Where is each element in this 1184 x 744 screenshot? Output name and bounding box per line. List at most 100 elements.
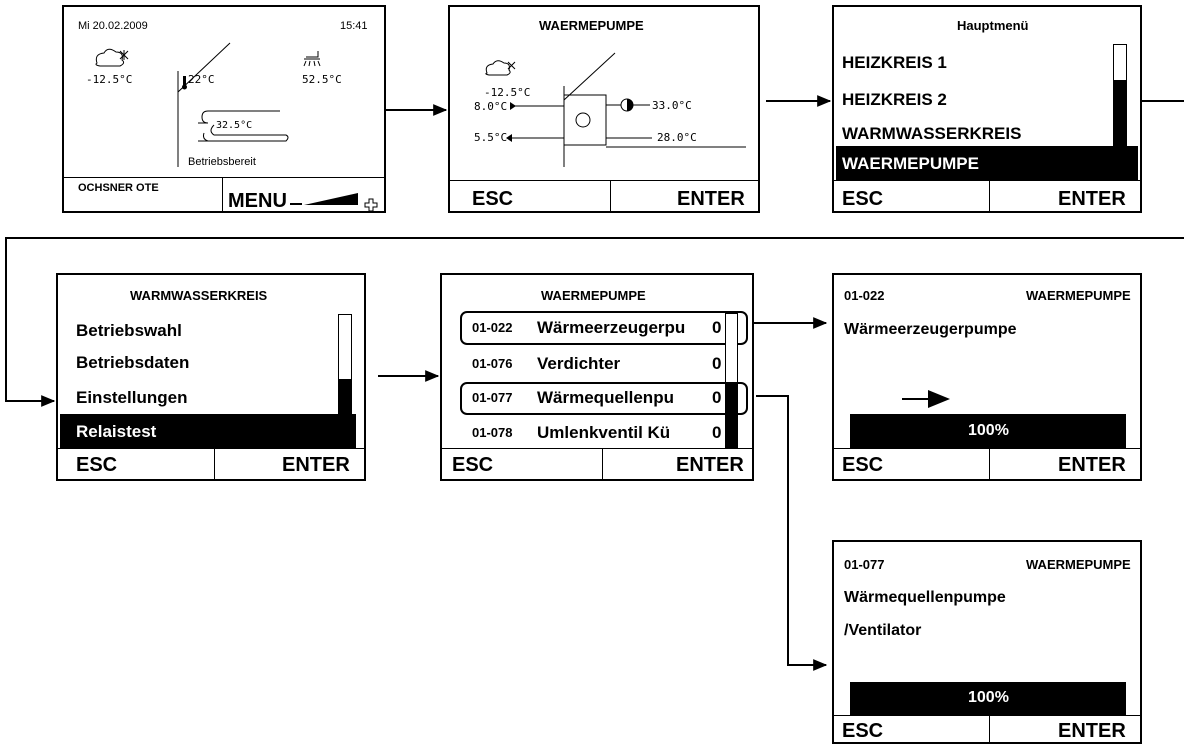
relay-value: 0 [712,318,722,337]
relay-value: 0 [712,354,722,373]
screen-title: WAERMEPUMPE [539,18,644,33]
screen-title: WAERMEPUMPE [1026,288,1131,303]
footer-divider [58,448,364,449]
menu-item-betriebsdaten[interactable]: Betriebsdaten [76,353,190,372]
relay-name[interactable]: Wärmeerzeugerpu [537,318,686,337]
arrow-right-icon [902,390,950,408]
relay-list-screen: WAERMEPUMPE 01-022 Wärmeerzeugerpu 0 01-… [440,273,754,481]
enter-button[interactable]: ENTER [1058,454,1126,476]
date-label: Mi 20.02.2009 [78,20,148,32]
menu-item-relaistest[interactable]: Relaistest [76,422,157,441]
relay-code: 01-077 [844,557,885,572]
esc-button[interactable]: ESC [76,454,118,476]
volume-slider[interactable] [288,185,386,213]
selection-highlight [836,146,1138,180]
screen-title: Hauptmenü [957,18,1029,33]
menu-item-einstellungen[interactable]: Einstellungen [76,388,188,407]
relay-value: 0 [712,423,722,442]
relay-code: 01-076 [472,356,513,371]
footer-separator [602,448,603,479]
relay-name[interactable]: Verdichter [537,354,621,373]
percent-value: 100% [968,422,1009,439]
esc-button[interactable]: ESC [842,454,884,476]
arrow-3-return [5,237,1184,407]
esc-button[interactable]: ESC [472,188,514,210]
house-diagram [95,42,321,167]
level-wedge [304,193,358,205]
percent-bar [850,682,1126,715]
screen-title: WAERMEPUMPE [1026,557,1131,572]
relay-name-line-1: Wärmequellenpumpe [844,589,1006,606]
scrollbar-thumb[interactable] [725,382,738,448]
relay-name[interactable]: Umlenkventil Kü [537,423,671,442]
footer-divider [64,177,384,178]
enter-button[interactable]: ENTER [282,454,350,476]
row-highlight-box [460,311,748,345]
main-menu-screen: Hauptmenü HEIZKREIS 1 HEIZKREIS 2 WARMWA… [832,5,1142,213]
menu-item-betriebswahl[interactable]: Betriebswahl [76,321,182,340]
relay-detail-screen-2: 01-077 WAERMEPUMPE Wärmequellenpumpe /Ve… [832,540,1142,744]
footer-divider [442,448,752,449]
cloud-snow-icon [95,48,129,67]
menu-button[interactable]: MENU [228,190,287,212]
enter-button[interactable]: ENTER [1058,720,1126,742]
menu-item-waermepumpe[interactable]: WAERMEPUMPE [842,154,979,173]
esc-button[interactable]: ESC [842,188,884,210]
arrow-6 [756,395,828,671]
room-temp: 22°C [188,73,215,86]
source-out-temp: 5.5°C [474,131,508,144]
footer-separator [610,180,611,211]
source-in-temp: 8.0°C [474,100,508,113]
row-highlight-box [460,382,748,415]
relay-name[interactable]: Wärmequellenpu [537,388,674,407]
thermometer-icon [182,76,187,90]
scrollbar-thumb[interactable] [338,379,352,448]
hotwater-temp: 52.5°C [302,73,342,86]
footer-separator [214,448,215,479]
pump-icon [620,98,634,112]
footer-divider [834,448,1140,449]
home-screen: Mi 20.02.2009 15:41 -12.5°C 22°C 52.5°C … [62,5,386,213]
footer-separator [989,180,990,211]
plus-icon [364,198,378,211]
relay-value: 0 [712,388,722,407]
footer-divider [834,715,1140,716]
shower-icon [303,51,321,67]
relay-detail-screen-1: 01-022 WAERMEPUMPE Wärmeerzeugerpumpe 10… [832,273,1142,481]
enter-button[interactable]: ENTER [677,188,745,210]
warmwasser-screen: WARMWASSERKREIS Betriebswahl Betriebsdat… [56,273,366,481]
outside-temp: -12.5°C [484,86,531,99]
cloud-snow-icon [485,60,516,76]
screen-title: WAERMEPUMPE [541,288,646,303]
compressor-icon [575,112,591,128]
menu-item-heizkreis-1[interactable]: HEIZKREIS 1 [842,53,947,72]
status-text: Betriebsbereit [188,156,256,168]
relay-code: 01-077 [472,390,513,405]
floor-temp: 32.5°C [216,120,253,131]
heatpump-diagram [485,52,746,167]
relay-code: 01-022 [472,320,513,335]
enter-button[interactable]: ENTER [676,454,744,476]
scrollbar-thumb[interactable] [1113,80,1127,180]
relay-name-line-2: /Ventilator [844,622,922,639]
enter-button[interactable]: ENTER [1058,188,1126,210]
time-label: 15:41 [340,20,368,32]
relay-code: 01-078 [472,425,513,440]
outside-temp: -12.5°C [86,73,133,86]
footer-separator [989,715,990,742]
floor-heating-icon [198,110,289,142]
selection-highlight [60,414,356,448]
menu-item-heizkreis-2[interactable]: HEIZKREIS 2 [842,90,947,109]
footer-separator [222,177,223,211]
footer-divider [450,180,758,181]
flow-temp: 33.0°C [652,99,692,112]
percent-bar [850,414,1126,448]
esc-button[interactable]: ESC [842,720,884,742]
menu-item-warmwasserkreis[interactable]: WARMWASSERKREIS [842,124,1022,143]
footer-divider [834,180,1140,181]
footer-separator [989,448,990,479]
relay-name: Wärmeerzeugerpumpe [844,321,1017,338]
esc-button[interactable]: ESC [452,454,494,476]
return-temp: 28.0°C [657,131,697,144]
